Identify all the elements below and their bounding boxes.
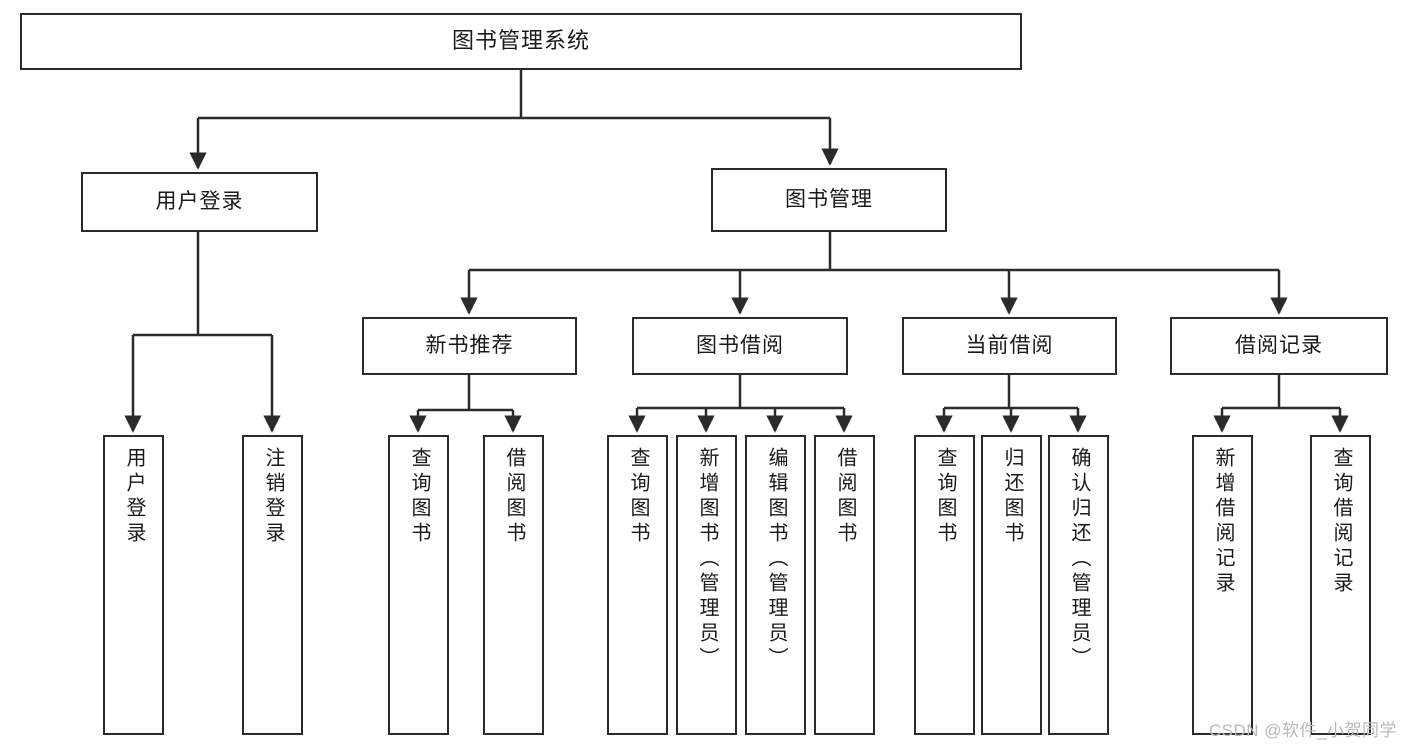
node-label: 新增图书（管理员） bbox=[696, 447, 718, 672]
node-label: 借阅图书 bbox=[503, 447, 525, 547]
node-label: 当前借阅 bbox=[965, 334, 1054, 358]
node-borrowing-record[interactable]: 借阅记录 bbox=[1170, 317, 1388, 375]
node-leaf-borrow-books[interactable]: 借阅图书 bbox=[814, 435, 875, 735]
node-label: 归还图书 bbox=[1001, 447, 1023, 547]
node-book-borrowing[interactable]: 图书借阅 bbox=[632, 317, 848, 375]
node-leaf-add-book-admin[interactable]: 新增图书（管理员） bbox=[676, 435, 737, 735]
node-leaf-query-books-borrow[interactable]: 查询图书 bbox=[607, 435, 668, 735]
node-label: 编辑图书（管理员） bbox=[765, 447, 787, 672]
node-leaf-add-borrow-record[interactable]: 新增借阅记录 bbox=[1192, 435, 1253, 735]
node-label: 图书借阅 bbox=[696, 334, 784, 358]
node-label: 查询图书 bbox=[934, 447, 956, 547]
node-leaf-query-books-current[interactable]: 查询图书 bbox=[914, 435, 975, 735]
node-root-book-management-system[interactable]: 图书管理系统 bbox=[20, 13, 1022, 70]
node-leaf-logout[interactable]: 注销登录 bbox=[242, 435, 303, 735]
node-leaf-query-borrow-record[interactable]: 查询借阅记录 bbox=[1310, 435, 1371, 735]
node-label: 用户登录 bbox=[123, 447, 145, 547]
node-current-borrowing[interactable]: 当前借阅 bbox=[902, 317, 1117, 375]
node-leaf-query-books-newbook[interactable]: 查询图书 bbox=[388, 435, 449, 735]
node-new-book-recommendation[interactable]: 新书推荐 bbox=[362, 317, 577, 375]
node-leaf-user-login[interactable]: 用户登录 bbox=[103, 435, 164, 735]
node-label: 新增借阅记录 bbox=[1212, 447, 1234, 597]
node-label: 注销登录 bbox=[262, 447, 284, 547]
node-label: 确认归还（管理员） bbox=[1068, 447, 1090, 672]
node-leaf-confirm-return-admin[interactable]: 确认归还（管理员） bbox=[1048, 435, 1109, 735]
node-leaf-borrow-books-newbook[interactable]: 借阅图书 bbox=[483, 435, 544, 735]
node-label: 图书管理 bbox=[785, 188, 873, 212]
node-label: 查询借阅记录 bbox=[1330, 447, 1352, 597]
node-label: 查询图书 bbox=[408, 447, 430, 547]
csdn-watermark: CSDN @软件_小贺同学 bbox=[1208, 721, 1397, 740]
node-label: 借阅记录 bbox=[1235, 334, 1323, 358]
node-label: 查询图书 bbox=[627, 447, 649, 547]
node-leaf-edit-book-admin[interactable]: 编辑图书（管理员） bbox=[745, 435, 806, 735]
node-label: 图书管理系统 bbox=[451, 28, 590, 54]
node-user-login[interactable]: 用户登录 bbox=[81, 172, 318, 232]
node-label: 新书推荐 bbox=[425, 334, 514, 358]
node-leaf-return-books[interactable]: 归还图书 bbox=[981, 435, 1042, 735]
node-label: 用户登录 bbox=[155, 190, 244, 214]
node-book-management[interactable]: 图书管理 bbox=[711, 168, 947, 232]
node-label: 借阅图书 bbox=[834, 447, 856, 547]
